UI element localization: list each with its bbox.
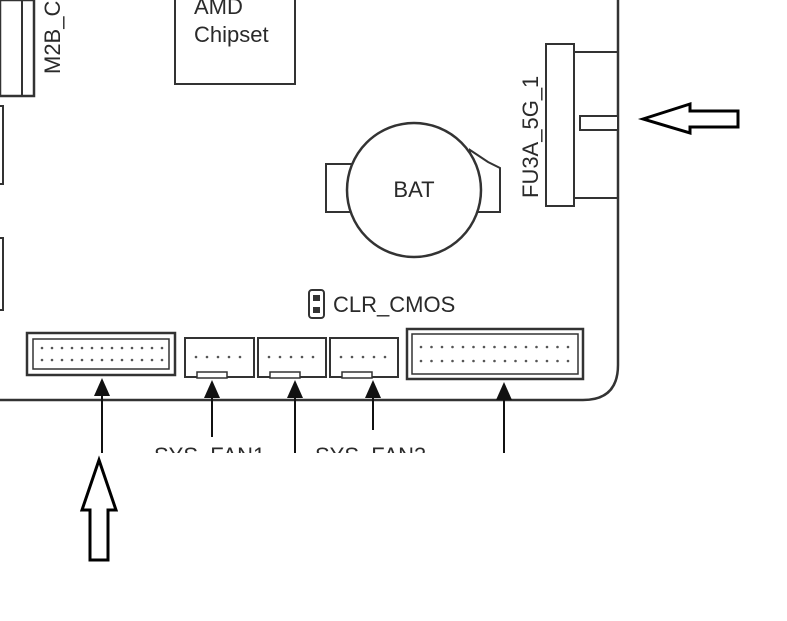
header-pin <box>419 345 423 349</box>
clr-cmos-label: CLR_CMOS <box>333 292 455 317</box>
header-pin <box>350 355 354 359</box>
header-pin <box>140 358 144 362</box>
header-pin <box>300 355 304 359</box>
header-pin <box>50 346 54 350</box>
header-pin <box>194 355 198 359</box>
header-pin <box>482 359 486 363</box>
arrowhead-icon <box>94 378 110 396</box>
header-pin <box>80 358 84 362</box>
header-pin <box>130 358 134 362</box>
header-pin <box>383 355 387 359</box>
header-pin <box>493 359 496 363</box>
pointer-lines <box>94 378 512 462</box>
header-pin <box>120 358 124 362</box>
header-pin <box>90 346 94 350</box>
battery-label: BAT <box>393 177 434 202</box>
header-pin <box>70 346 74 350</box>
arrowhead-icon <box>365 380 381 398</box>
header-pin <box>267 355 271 359</box>
m2b-label: M2B_C <box>40 1 65 74</box>
header-pin <box>472 359 475 363</box>
header-pin <box>440 359 444 363</box>
header-pin <box>535 345 538 349</box>
header-pin <box>451 359 454 363</box>
header-pin <box>514 359 517 363</box>
amd-chipset: AMD Chipset <box>174 0 296 85</box>
header-pin <box>100 358 104 362</box>
header-pin <box>140 346 144 350</box>
header-pin <box>451 345 454 349</box>
chipset-label-line2: Chipset <box>194 22 269 47</box>
arrow-up-icon <box>79 455 119 562</box>
header-pin <box>160 346 164 350</box>
header-pin <box>60 358 64 362</box>
header-pin <box>566 345 570 349</box>
header-pin <box>278 355 282 359</box>
header-pin <box>150 346 154 350</box>
header-pin <box>430 345 433 349</box>
header-pin <box>493 345 496 349</box>
header-pin <box>60 346 64 350</box>
arrow-left-icon <box>637 101 740 136</box>
header-pin <box>80 346 84 350</box>
header-pin <box>90 358 94 362</box>
header-pin <box>205 355 209 359</box>
chipset-label-line1: AMD <box>194 0 243 19</box>
header-pin <box>311 355 315 359</box>
header-pin <box>556 359 559 363</box>
header-pin <box>545 359 549 363</box>
header-pin <box>535 359 538 363</box>
fu3a-label: FU3A_5G_1 <box>518 76 543 198</box>
header-pin <box>70 358 74 362</box>
arrowhead-icon <box>496 382 512 400</box>
header-pin <box>150 358 154 362</box>
m2b-slot: M2B_C <box>0 0 65 98</box>
header-pin <box>472 345 475 349</box>
left-connector-1 <box>0 105 4 185</box>
header-pin <box>514 345 517 349</box>
header-pin <box>50 358 54 362</box>
header-pin <box>110 358 114 362</box>
header-pin <box>419 359 423 363</box>
fan-labels: SYS_FAN1 SYS_FAN3 <box>0 443 787 483</box>
header-pin <box>40 358 44 362</box>
arrowhead-icon <box>287 380 303 398</box>
header-pin <box>430 359 433 363</box>
header-pin <box>461 345 465 349</box>
header-pin <box>503 359 507 363</box>
left-header <box>25 331 177 377</box>
board-outline <box>0 0 620 402</box>
header-pin <box>545 345 549 349</box>
header-pin <box>160 358 164 362</box>
left-connector-2 <box>0 237 4 311</box>
arrowhead-icon <box>204 380 220 398</box>
header-pin <box>566 359 570 363</box>
header-pin <box>130 346 134 350</box>
right-header <box>405 327 585 381</box>
header-pin <box>556 345 559 349</box>
header-pin <box>227 355 231 359</box>
header-pin <box>440 345 444 349</box>
fu3a-connector: FU3A_5G_1 <box>518 43 619 207</box>
header-pin <box>216 355 220 359</box>
header-pin <box>120 346 124 350</box>
header-pin <box>361 355 365 359</box>
clr-cmos-jumper: CLR_CMOS <box>308 289 455 319</box>
header-pin <box>339 355 343 359</box>
header-row <box>25 327 585 381</box>
header-pin <box>100 346 104 350</box>
header-pin <box>372 355 376 359</box>
header-pin <box>110 346 114 350</box>
header-pin <box>289 355 293 359</box>
header-pin <box>461 359 465 363</box>
header-pin <box>482 345 486 349</box>
header-pin <box>524 359 528 363</box>
header-pin <box>503 345 507 349</box>
header-pin <box>238 355 242 359</box>
battery: BAT <box>325 121 501 259</box>
header-pin <box>40 346 44 350</box>
header-pin <box>524 345 528 349</box>
